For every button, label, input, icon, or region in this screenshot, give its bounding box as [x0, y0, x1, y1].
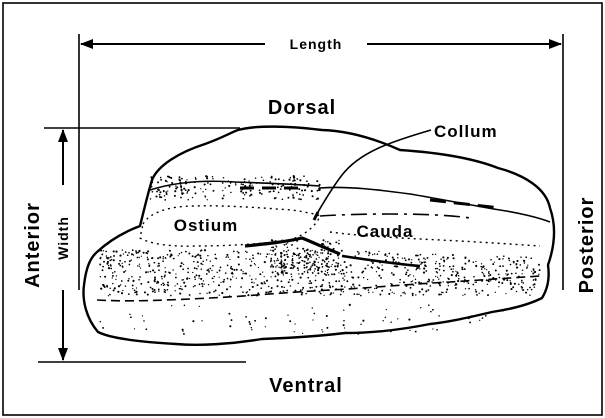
cauda-label: Cauda	[357, 222, 414, 241]
svg-text:Width: Width	[55, 216, 71, 260]
posterior-label: Posterior	[576, 197, 598, 294]
svg-text:Length: Length	[290, 36, 343, 52]
dorsal-label: Dorsal	[268, 97, 336, 119]
anterior-label: Anterior	[22, 202, 44, 288]
ostium-label: Ostium	[174, 216, 239, 235]
ventral-label: Ventral	[269, 375, 343, 397]
length-label: Length	[268, 30, 364, 56]
collum-label: Collum	[434, 122, 498, 141]
width-label: Width	[53, 190, 73, 286]
